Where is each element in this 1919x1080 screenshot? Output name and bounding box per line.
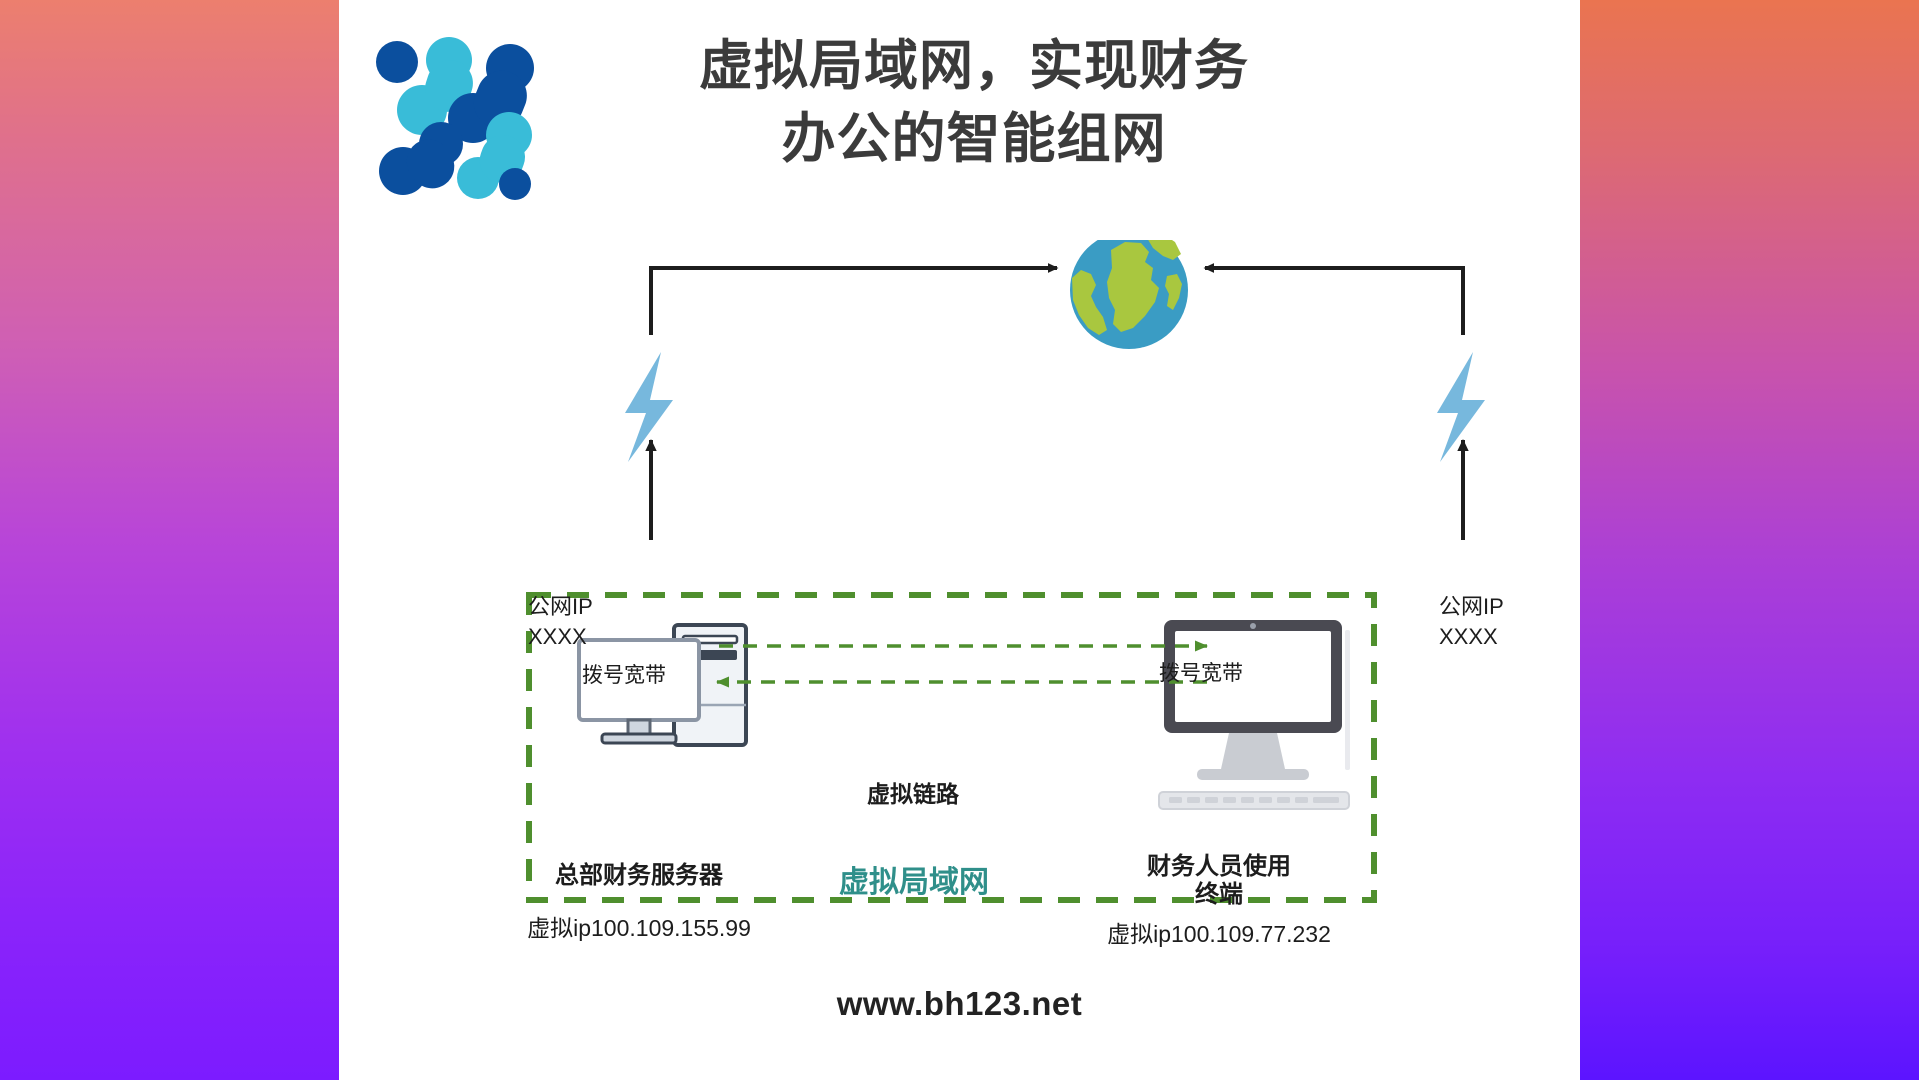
lightning-bolt-icon-left	[625, 352, 673, 462]
left-public-ip-value: XXXX	[528, 623, 587, 649]
lan-zone-boundary	[526, 592, 1377, 903]
bh-network-logo	[369, 32, 537, 200]
slide-canvas: 虚拟局域网，实现财务 办公的智能组网	[339, 0, 1580, 1080]
lan-zone-label: 虚拟局域网	[839, 866, 989, 899]
right-device-title-line-1: 财务人员使用	[1147, 853, 1291, 880]
network-diagram: 公网IP XXXX 公网IP XXXX 拨号宽带 拨号宽带 虚拟链路 虚拟局域网…	[339, 240, 1580, 947]
page-title-line-2: 办公的智能组网	[781, 108, 1167, 169]
right-device-ip: 虚拟ip100.109.77.232	[1107, 921, 1331, 947]
right-device-title: 财务人员使用 终端	[1059, 853, 1379, 908]
lightning-bolt-icon-right	[1437, 352, 1485, 462]
desktop-computer-icon	[577, 623, 748, 747]
right-dialup-label: 拨号宽带	[1159, 662, 1243, 685]
virtual-link-label: 虚拟链路	[867, 781, 959, 807]
globe-icon	[1070, 240, 1188, 349]
right-public-ip-title: 公网IP	[1439, 594, 1504, 619]
left-internet-link	[649, 263, 1059, 335]
left-public-ip-title: 公网IP	[528, 594, 593, 619]
right-device-title-line-2: 终端	[1195, 880, 1243, 908]
right-public-ip-label: 公网IP XXXX	[1439, 592, 1504, 651]
left-public-ip-label: 公网IP XXXX	[528, 592, 593, 651]
right-internet-link	[1203, 263, 1465, 335]
footer-website: www.bh123.net	[836, 985, 1083, 1022]
left-device-ip: 虚拟ip100.109.155.99	[527, 915, 751, 941]
right-public-ip-value: XXXX	[1439, 623, 1498, 649]
left-device-title: 总部财务服务器	[555, 862, 723, 889]
left-dialup-label: 拨号宽带	[582, 664, 666, 687]
page-title: 虚拟局域网，实现财务 办公的智能组网	[594, 30, 1354, 176]
page-title-line-1: 虚拟局域网，实现财务	[699, 36, 1249, 96]
imac-monitor-icon	[1158, 620, 1350, 810]
